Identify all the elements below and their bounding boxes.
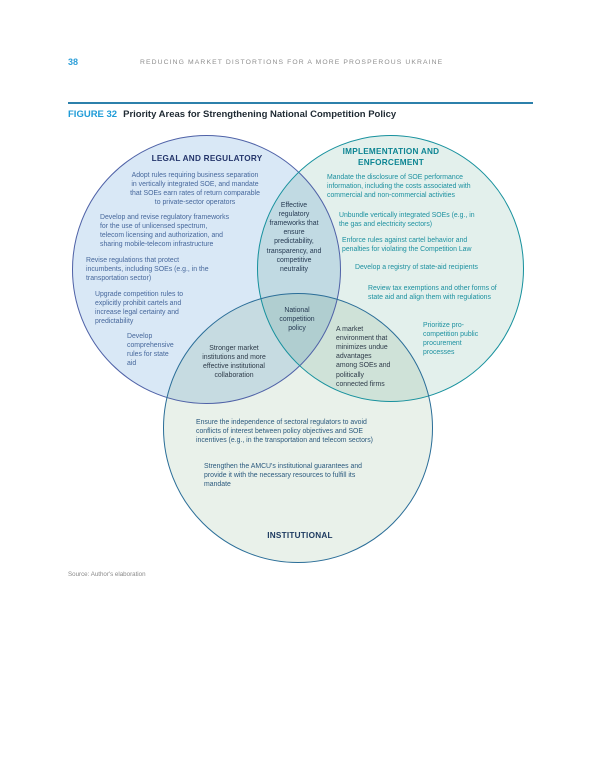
legal-title: LEGAL AND REGULATORY	[151, 154, 263, 163]
legal-item-1: Develop and revise regulatory frameworks…	[100, 214, 230, 249]
institutional-circle-outline	[163, 293, 433, 563]
institutional-item-0: Ensure the independence of sectoral regu…	[196, 419, 373, 445]
implementation-item-0: Mandate the disclosure of SOE performanc…	[327, 174, 471, 200]
overlap-legal-implementation: Effective regulatory frameworks that ens…	[266, 202, 322, 273]
figure-title: Priority Areas for Strengthening Nationa…	[123, 109, 397, 120]
caption-divider-rule	[68, 102, 533, 104]
implementation-item-2: Enforce rules against cartel behavior an…	[342, 237, 472, 254]
institutional-title: INSTITUTIONAL	[267, 531, 333, 540]
overlap-legal-institutional: Stronger market institutions and more ef…	[202, 345, 266, 380]
implementation-item-3: Develop a registry of state-aid recipien…	[355, 264, 478, 271]
implementation-item-4: Review tax exemptions and other forms of…	[368, 285, 497, 302]
figure-caption: FIGURE 32 Priority Areas for Strengthenin…	[68, 109, 396, 120]
implementation-title: IMPLEMENTATION AND ENFORCEMENT	[342, 147, 440, 167]
overlap-implementation-institutional: A market environment that minimizes undu…	[336, 326, 391, 388]
page-number: 38	[68, 57, 79, 67]
overlap-center: National competition policy	[279, 307, 315, 333]
legal-item-3: Upgrade competition rules to explicitly …	[95, 291, 184, 326]
legal-item-2: Revise regulations that protect incumben…	[86, 257, 209, 283]
implementation-item-5: Prioritize pro- competition public procu…	[423, 322, 479, 357]
running-head-title: REDUCING MARKET DISTORTIONS FOR A MORE P…	[140, 59, 444, 66]
source-note: Source: Author's elaboration	[68, 571, 146, 578]
institutional-item-1: Strengthen the AMCU's institutional guar…	[204, 463, 362, 489]
implementation-item-1: Unbundle vertically integrated SOEs (e.g…	[339, 212, 475, 229]
legal-item-0: Adopt rules requiring business separatio…	[130, 172, 260, 207]
legal-item-4: Develop comprehensive rules for state ai…	[127, 333, 174, 368]
figure-label: FIGURE 32	[68, 109, 118, 120]
